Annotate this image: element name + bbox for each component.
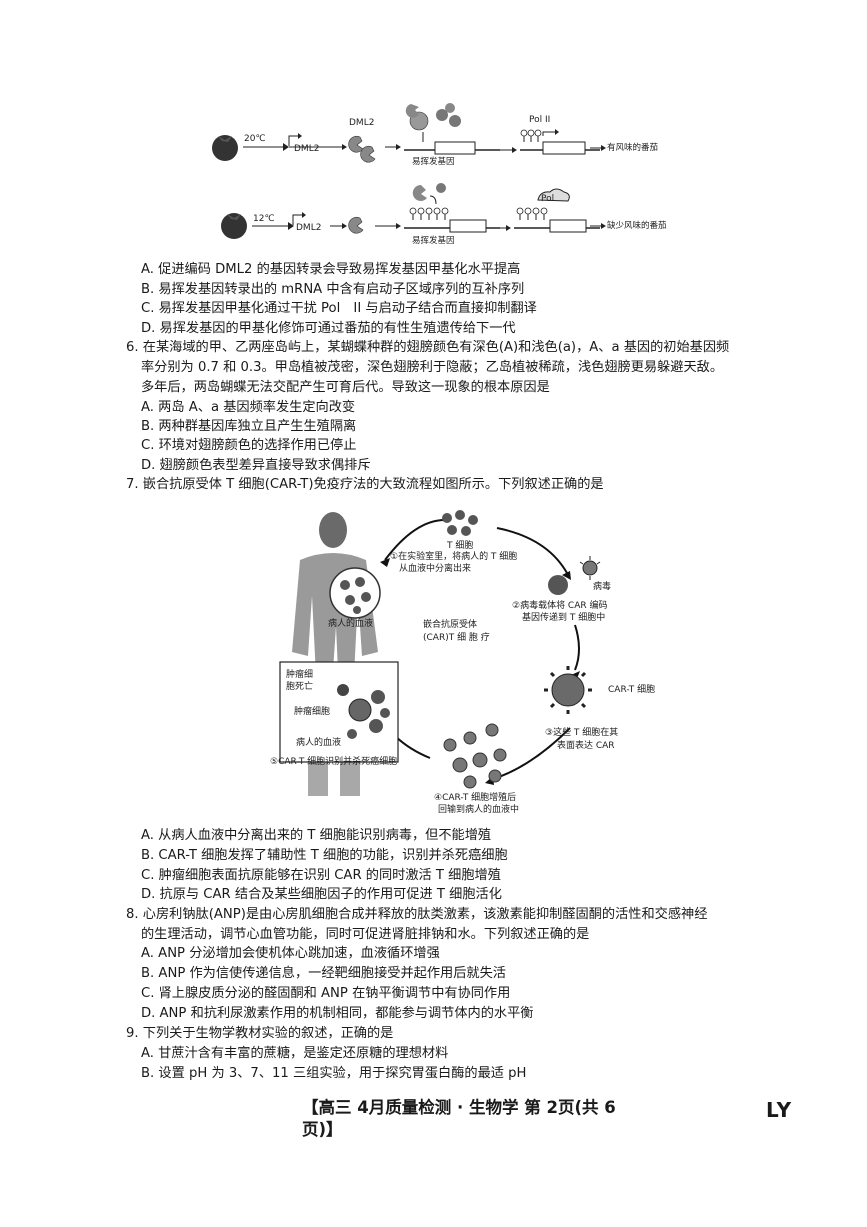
q8-option-b: B. ANP 作为信使传递信息，一经靶细胞接受并起作用后就失活 — [141, 966, 506, 981]
q9-option-a: A. 甘蔗汁含有丰富的蔗糖，是鉴定还原糖的理想材料 — [141, 1046, 449, 1061]
q8-option-c: C. 肾上腺皮质分泌的醛固酮和 ANP 在钠平衡调节中有协同作用 — [141, 986, 511, 1001]
step2-label-a: ②病毒载体将 CAR 编码 — [512, 601, 608, 611]
step4-label-b: 回输到病人的血液中 — [438, 805, 520, 815]
q6-option-b: B. 两种群基因库独立且产生生殖隔离 — [141, 419, 357, 434]
q5-option-d: D. 易挥发基因的甲基化修饰可通过番茄的有性生殖遗传给下一代 — [141, 321, 516, 336]
tumor-death-label-b: 胞死亡 — [286, 682, 314, 692]
step3-label-b: 表面表达 CAR — [557, 741, 615, 751]
expanded-car-t-cells-icon — [443, 723, 507, 789]
blood-zoom-icon — [329, 567, 381, 619]
q7-option-b: B. CAR-T 细胞发挥了辅助性 T 细胞的功能，识别并杀死癌细胞 — [141, 848, 508, 863]
center-label-b: (CAR)T 细 胞 疗 — [423, 633, 490, 643]
tumor-death-label-a: 肿瘤细 — [286, 670, 314, 680]
q9-option-b: B. 设置 pH 为 3、7、11 三组实验，用于探究胃蛋白酶的最适 pH — [141, 1066, 527, 1081]
temp-label-2: 12℃ — [253, 214, 275, 224]
virus-label: 病毒 — [593, 582, 612, 592]
tumor-cells-icon — [337, 684, 390, 739]
q8-option-a: A. ANP 分泌增加会使机体心跳加速，血液循环增强 — [141, 946, 440, 961]
q9-stem: 9. 下列关于生物学教材实验的叙述，正确的是 — [126, 1026, 394, 1041]
car-t-cell-icon — [544, 666, 592, 714]
blood-box-label: 病人的血液 — [296, 738, 342, 748]
result-label-1: 有风味的番茄 — [607, 143, 659, 153]
temp-label-1: 20℃ — [244, 134, 266, 144]
step5-label: ⑤CAR-T 细胞识别并杀死癌细胞 — [270, 757, 398, 767]
q7-stem: 7. 嵌合抗原受体 T 细胞(CAR-T)免疫疗法的大致流程如图所示。下列叙述正… — [126, 477, 604, 492]
virus-icon — [579, 556, 601, 580]
step1-label-a: ①在实验室里，将病人的 T 细胞 — [390, 552, 518, 562]
q8-stem-line-1: 8. 心房利钠肽(ANP)是由心房肌细胞合成并释放的肽类激素，该激素能抑制醛固酮… — [126, 907, 708, 922]
q6-stem-line-3: 多年后，两岛蝴蝶无法交配产生可育后代。导致这一现象的根本原因是 — [141, 380, 550, 395]
car-t-label: CAR-T 细胞 — [608, 685, 656, 695]
q5-option-c: C. 易挥发基因甲基化通过干扰 Pol II 与启动子结合而直接抑制翻译 — [141, 301, 537, 316]
result-label-2: 缺少风味的番茄 — [607, 221, 667, 231]
pol-label-2: Pol — [541, 194, 555, 204]
step3-label-a: ③这些 T 细胞在其 — [545, 728, 619, 738]
dml2-protein-icon — [348, 135, 376, 163]
q6-option-c: C. 环境对翅膀颜色的选择作用已停止 — [141, 438, 357, 453]
dml2-gene-label-2: DML2 — [296, 223, 322, 233]
dml2-diagram — [212, 103, 606, 239]
center-label-a: 嵌合抗原受体 — [423, 620, 478, 630]
q6-option-a: A. 两岛 A、a 基因频率发生定向改变 — [141, 400, 356, 415]
q7-option-a: A. 从病人血液中分离出来的 T 细胞能识别病毒，但不能增殖 — [141, 828, 492, 843]
blood-label-top: 病人的血液 — [328, 619, 374, 629]
q5-option-a: A. 促进编码 DML2 的基因转录会导致易挥发基因甲基化水平提高 — [141, 262, 521, 277]
q7-option-c: C. 肿瘤细胞表面抗原能够在识别 CAR 的同时激活 T 细胞增殖 — [141, 868, 501, 883]
t-cells-icon — [442, 510, 478, 536]
tumor-cell-label: 肿瘤细胞 — [294, 707, 331, 717]
q6-option-d: D. 翅膀颜色表型差异直接导致求偶排斥 — [141, 458, 371, 473]
q6-stem-line-2: 率分别为 0.7 和 0.3。甲岛植被茂密，深色翅膀利于隐蔽；乙岛植被稀疏，浅色… — [141, 360, 724, 375]
q8-stem-line-2: 的生理活动，调节心血管功能，同时可促进肾脏排钠和水。下列叙述正确的是 — [141, 927, 590, 942]
dml2-gene-label-1: DML2 — [294, 144, 320, 154]
volatile-gene-label-2: 易挥发基因 — [412, 236, 455, 246]
cart-diagram — [279, 510, 601, 796]
t-cell-label: T 细胞 — [447, 541, 474, 551]
pol-ii-label-1: Pol II — [529, 115, 551, 125]
q8-option-d: D. ANP 和抗利尿激素作用的机制相同，都能参与调节体内的水平衡 — [141, 1006, 534, 1021]
volatile-gene-label-1: 易挥发基因 — [412, 157, 455, 167]
q6-stem-line-1: 6. 在某海域的甲、乙两座岛屿上，某蝴蝶种群的翅膀颜色有深色(A)和浅色(a)，… — [126, 340, 730, 355]
step1-label-b: 从血液中分离出来 — [399, 564, 472, 574]
transduced-t-cell-icon — [548, 575, 568, 595]
footer-line-2: 页)】 — [302, 1120, 343, 1139]
dml2-protein-label: DML2 — [349, 118, 375, 128]
footer-line-1: 【高三 4月质量检测 · 生物学 第 2页(共 6 — [302, 1098, 616, 1117]
tomato-icon-2 — [221, 213, 247, 239]
tumor-box — [279, 661, 399, 763]
step2-label-b: 基因传递到 T 细胞中 — [522, 613, 606, 623]
tomato-icon — [212, 135, 238, 161]
page-footer: 【高三 4月质量检测 · 生物学 第 2页(共 6 页)】 — [302, 1097, 616, 1141]
q7-option-d: D. 抗原与 CAR 结合及某些细胞因子的作用可促进 T 细胞活化 — [141, 887, 502, 902]
step4-label-a: ④CAR-T 细胞增殖后 — [434, 793, 517, 803]
q5-option-b: B. 易挥发基因转录出的 mRNA 中含有启动子区域序列的互补序列 — [141, 282, 525, 297]
corner-tag: LY — [766, 1098, 793, 1122]
